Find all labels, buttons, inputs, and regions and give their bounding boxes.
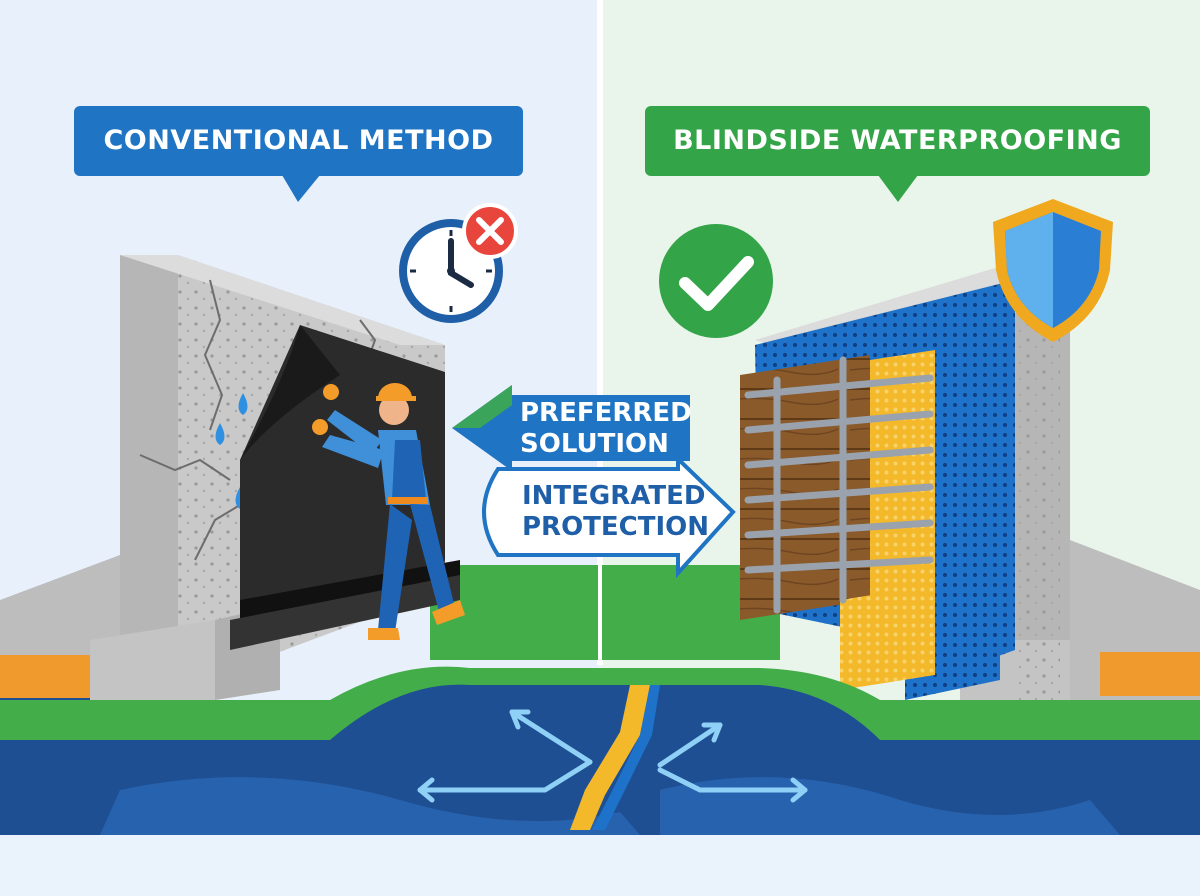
worker-figure xyxy=(312,383,465,640)
blindside-waterproofing-title: BLINDSIDE WATERPROOFING xyxy=(645,106,1150,176)
panel-divider xyxy=(597,0,603,665)
conventional-method-title: CONVENTIONAL METHOD xyxy=(74,106,523,176)
left-grass xyxy=(430,565,598,660)
shield-icon xyxy=(993,199,1113,342)
rebar-grid xyxy=(744,356,934,614)
water-flow-arrows xyxy=(417,709,808,803)
x-mark-icon xyxy=(462,203,518,259)
right-gravel-layer xyxy=(1100,652,1200,696)
preferred-solution-label: PREFERRED SOLUTION xyxy=(520,398,692,459)
bottom-margin xyxy=(0,835,1200,896)
left-bubble-tail xyxy=(282,175,320,202)
water-barrier-membrane xyxy=(570,685,650,830)
right-grass xyxy=(602,565,780,660)
yellow-drainage-layer xyxy=(870,350,935,655)
arrow-right-icon xyxy=(482,454,736,579)
integrated-protection-label: INTEGRATED PROTECTION xyxy=(522,481,710,542)
arrow-left-icon xyxy=(452,385,690,471)
right-bubble-tail xyxy=(878,175,918,202)
checkmark-icon xyxy=(659,224,773,338)
